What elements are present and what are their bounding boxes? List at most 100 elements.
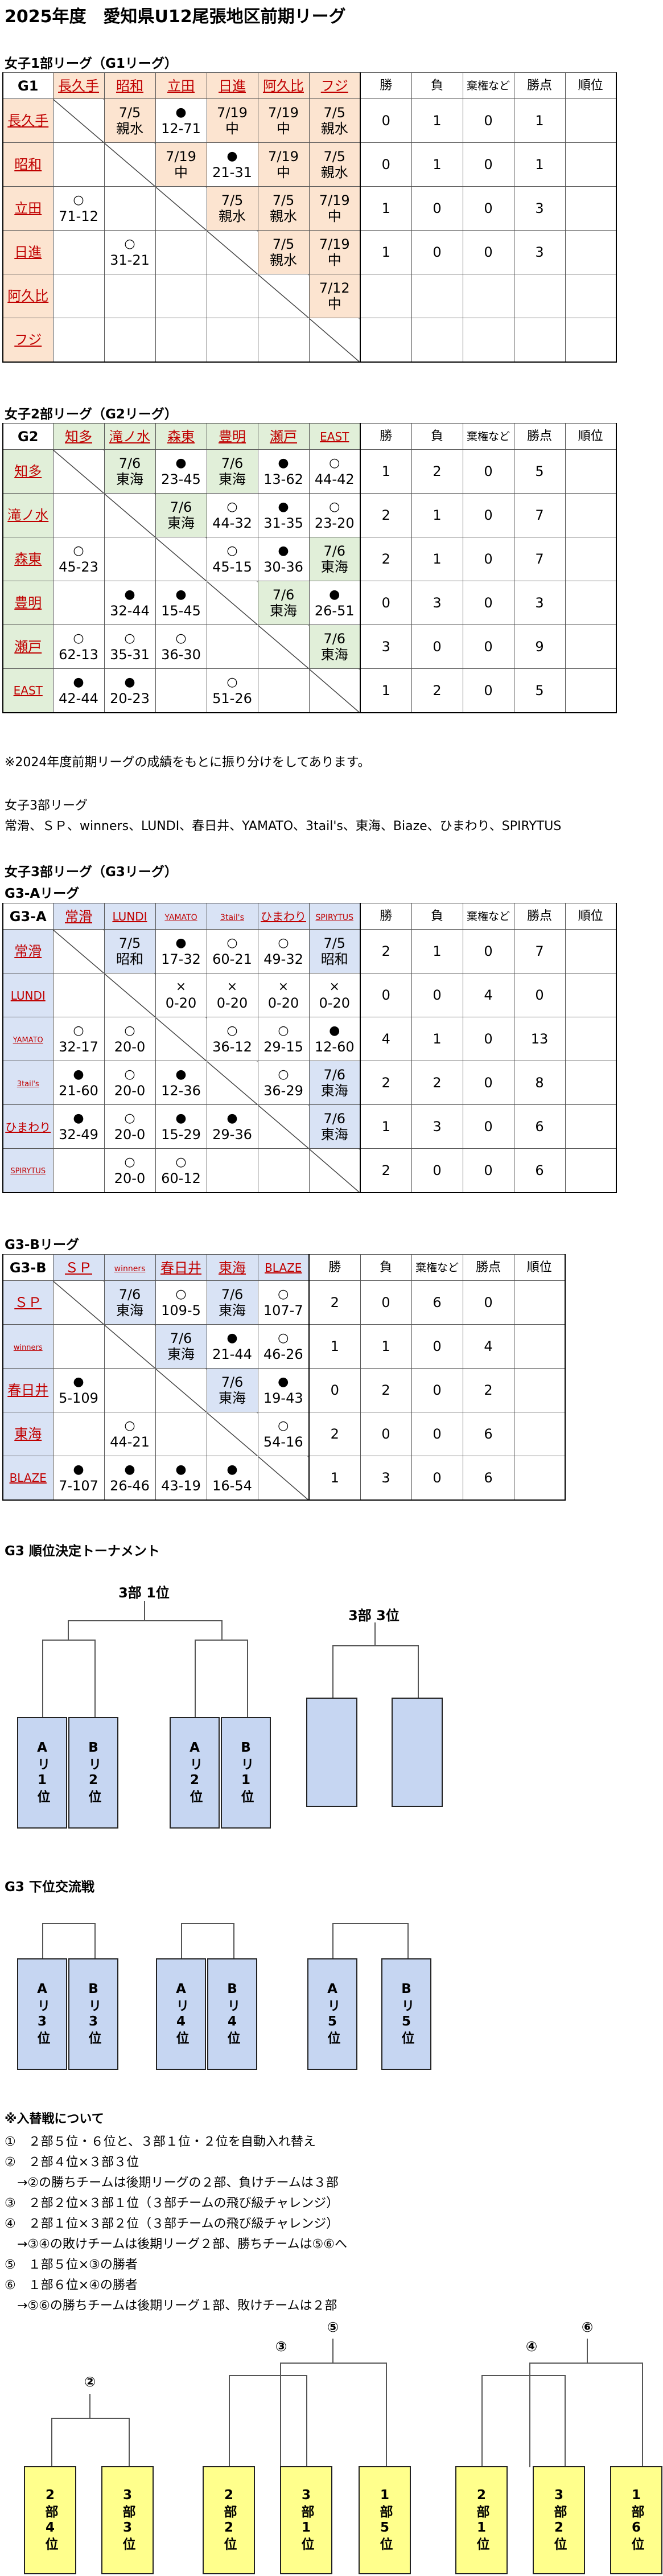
replacement-slot: 2部2位 [203,2466,255,2574]
team-header[interactable]: LUNDI [112,910,147,923]
team-header[interactable]: SPIRYTUS [315,913,354,922]
team-row-label[interactable]: 立田 [14,200,42,216]
diagonal-cell [52,98,105,143]
team-row-label[interactable]: 常滑 [14,943,42,959]
team-row-label[interactable]: SPIRYTUS [10,1167,46,1176]
diagonal-cell [52,929,105,973]
team-header[interactable]: 日進 [219,77,246,94]
team-header[interactable]: 春日井 [160,1259,201,1276]
rule-line: ⑥ １部６位×④の勝者 [5,2278,138,2292]
match-result-cell: ○31-21 [104,230,156,274]
g3-intro-teams: 常滑、ＳＰ、winners、LUNDI、春日井、YAMATO、3tail's、東… [5,819,562,833]
stat-cell: 0 [411,1456,463,1501]
team-row-label[interactable]: 豊明 [14,595,42,611]
team-header[interactable]: winners [114,1264,146,1273]
team-row-label[interactable]: 知多 [14,463,42,479]
team-row-label[interactable]: 東海 [14,1426,42,1442]
team-header[interactable]: 森東 [167,428,195,445]
team-header[interactable]: 東海 [219,1259,246,1276]
team-header[interactable]: 滝ノ水 [109,428,150,445]
team-header[interactable]: 昭和 [116,77,143,94]
team-row-label[interactable]: 滝ノ水 [7,507,49,523]
stat-cell [565,1061,617,1105]
stat-cell [513,1280,566,1325]
team-header[interactable]: 豊明 [219,428,246,445]
tournament-slot [392,1698,443,1807]
lower-slot: Bリ3位 [68,1958,118,2070]
rule-line: →⑤⑥の勝ちチームは後期リーグ１部、敗けチームは２部 [5,2299,337,2313]
stat-cell [565,142,617,187]
lower-slot: Aリ3位 [17,1958,67,2070]
league-label: G3-A [2,903,53,930]
stat-header: 負 [411,423,463,450]
team-header[interactable]: 常滑 [65,908,92,925]
team-row-label[interactable]: 森東 [14,551,42,567]
team-row-label[interactable]: YAMATO [13,1036,43,1045]
team-row-label[interactable]: 瀬戸 [14,639,42,655]
team-header[interactable]: 立田 [167,77,195,94]
diagonal-cell [155,1368,207,1412]
team-header[interactable]: ひまわり [261,910,306,923]
bracket-line [42,1923,96,1959]
team-header[interactable]: 知多 [65,428,92,445]
stat-cell: 1 [360,230,412,274]
team-header[interactable]: YAMATO [164,913,197,922]
empty-cell [155,230,207,274]
team-row-label[interactable]: EAST [13,684,43,698]
page-title: 2025年度 愛知県U12尾張地区前期リーグ [5,7,346,27]
team-row-label[interactable]: 長久手 [7,113,49,129]
lower-heading: G3 下位交流戦 [5,1880,94,1895]
team-row-label[interactable]: winners [13,1343,43,1352]
tournament-heading: G3 順位決定トーナメント [5,1544,160,1559]
stat-header: 勝点 [513,903,566,930]
team-header[interactable]: 阿久比 [263,77,304,94]
stat-cell: 0 [462,1280,514,1325]
team-header[interactable]: EAST [320,430,349,443]
team-row-label[interactable]: 昭和 [14,157,42,172]
stat-header: 勝点 [513,423,566,450]
team-row-label[interactable]: BLAZE [9,1471,47,1485]
team-header[interactable]: ＳＰ [65,1259,92,1276]
match-result-cell: ○36-30 [155,625,207,669]
stat-cell: 1 [360,1104,412,1149]
team-header[interactable]: 3tail's [220,913,244,922]
stat-cell: 0 [360,973,412,1017]
stat-header: 負 [411,72,463,99]
team-row-label[interactable]: フジ [14,331,42,348]
team-header[interactable]: BLAZE [265,1261,302,1275]
match-result-cell: ●12-71 [155,98,207,143]
team-header[interactable]: 長久手 [58,77,99,94]
bracket-line [68,1620,223,1641]
match-result-cell: ●5-109 [52,1368,105,1412]
team-row-label[interactable]: ＳＰ [14,1295,42,1310]
team-row-label[interactable]: ひまわり [5,1120,51,1134]
stat-header: 順位 [565,72,617,99]
match-result-cell: ○44-21 [104,1412,156,1456]
stat-cell: 3 [360,1456,412,1501]
match-result-cell: ○60-21 [206,929,258,973]
stat-cell: 3 [411,581,463,625]
stat-cell [411,318,463,363]
team-row-label[interactable]: 春日井 [7,1382,49,1398]
team-row-label[interactable]: 阿久比 [7,288,49,304]
replacement-slot: 2部1位 [455,2466,508,2574]
team-header[interactable]: 瀬戸 [270,428,297,445]
match-label: ⑤ [327,2319,339,2335]
match-result-cell: ○20-0 [104,1148,156,1193]
team-header[interactable]: フジ [320,77,348,94]
team-row-label[interactable]: 3tail's [17,1079,39,1088]
slot-label: 2部1位 [474,2488,489,2553]
match-result-cell: ●12-36 [155,1061,207,1105]
match-label: ② [84,2374,96,2390]
team-row-label[interactable]: 日進 [14,244,42,260]
team-row-label[interactable]: LUNDI [10,988,46,1003]
stat-cell: 0 [462,1061,514,1105]
